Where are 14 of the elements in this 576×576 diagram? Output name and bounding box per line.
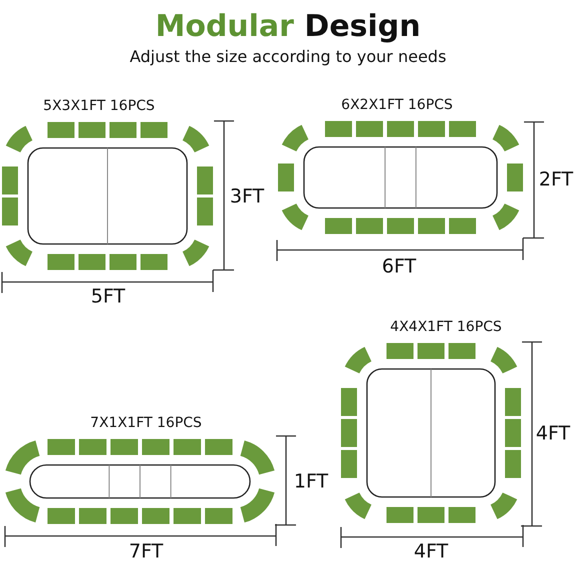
dimension-label: 4FT bbox=[414, 542, 448, 562]
subtitle: Adjust the size according to your needs bbox=[130, 49, 446, 65]
dimension-label: 5FT bbox=[90, 288, 126, 306]
dimension-label: 6FT bbox=[382, 258, 416, 276]
size-label: 6X2X1FT 16PCS bbox=[341, 98, 453, 112]
dimension-label: 7FT bbox=[128, 542, 164, 562]
dimension-label: 3FT bbox=[230, 188, 264, 206]
size-label: 5X3X1FT 16PCS bbox=[43, 99, 155, 113]
dimension-label: 1FT bbox=[294, 472, 328, 492]
size-label: 7X1X1FT 16PCS bbox=[90, 416, 202, 430]
title: Modular Design bbox=[155, 12, 421, 42]
dimension-label: 4FT bbox=[536, 424, 570, 444]
dimension-label: 2FT bbox=[538, 170, 574, 190]
size-label: 4X4X1FT 16PCS bbox=[390, 320, 502, 334]
